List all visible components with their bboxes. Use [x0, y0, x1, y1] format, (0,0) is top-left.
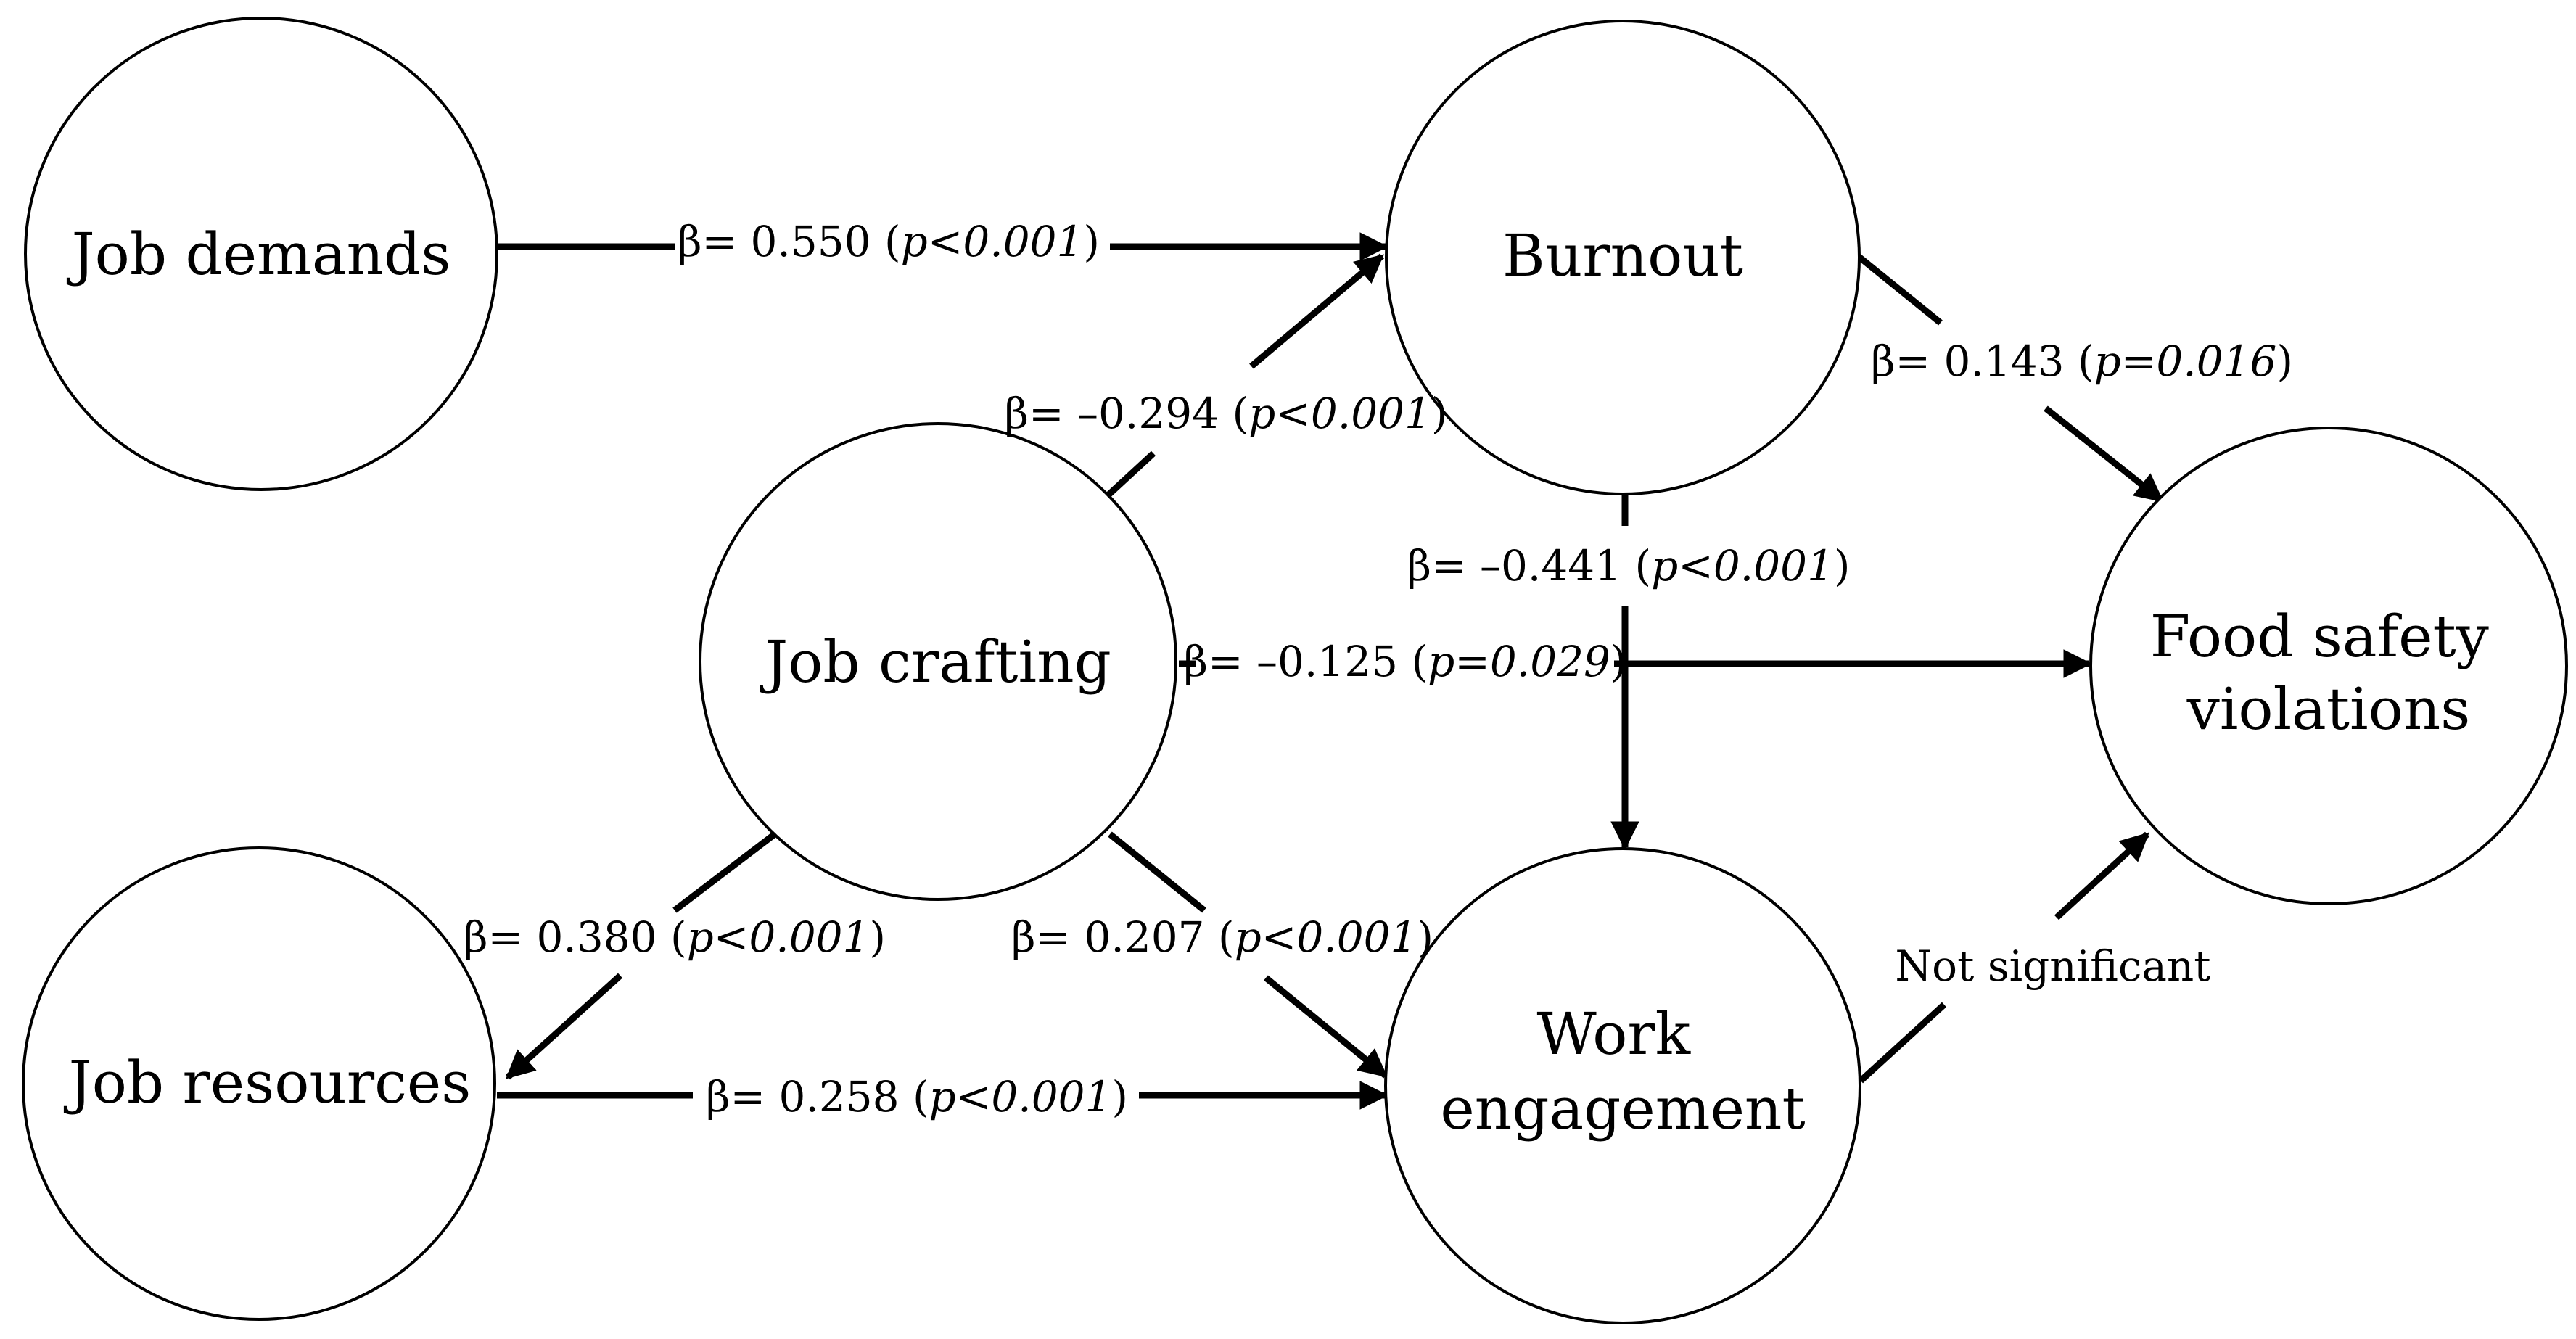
node-job-crafting-line-1: Job crafting	[760, 628, 1111, 696]
edge-label-crafting-to-burnout: β= –0.294 (p<0.001)	[1004, 389, 1447, 438]
edge-engagement-to-violations-arrow	[2054, 831, 2150, 920]
edge-label-engagement-to-violations: Not significant	[1895, 942, 2210, 991]
node-food-safety-violations-label: Food safety violations	[2150, 603, 2508, 743]
edge-label-crafting-to-resources: β= 0.380 (p<0.001)	[464, 912, 886, 962]
edge-label-crafting-to-violations-beta: β= –0.125 (	[1183, 637, 1428, 686]
edge-engagement-to-violations-seg1	[1858, 1002, 1947, 1084]
edge-label-crafting-to-resources-beta: β= 0.380 (	[464, 912, 687, 962]
edge-label-crafting-to-burnout-beta: β= –0.294 (	[1004, 389, 1248, 438]
node-work-engagement-line-2: engagement	[1440, 1075, 1805, 1142]
node-burnout: Burnout	[1385, 20, 1861, 495]
edge-label-crafting-to-engagement-p: p<0.001	[1235, 912, 1417, 962]
edge-label-demands-to-burnout-beta: β= 0.550 (	[678, 217, 901, 266]
edge-burnout-to-violations-arrow	[2044, 405, 2165, 503]
edge-label-crafting-to-resources-p: p<0.001	[687, 912, 870, 962]
edge-label-burnout-to-engagement-close: )	[1834, 541, 1851, 590]
edge-label-burnout-to-violations-beta: β= 0.143 (	[1871, 337, 2094, 386]
edge-crafting-to-resources-seg1	[672, 831, 777, 913]
node-job-crafting-label: Job crafting	[760, 628, 1111, 696]
node-food-safety-violations-line-1: Food safety	[2150, 603, 2489, 670]
node-job-demands-label: Job demands	[67, 221, 451, 288]
edge-label-crafting-to-burnout-close: )	[1431, 389, 1448, 438]
edge-label-burnout-to-violations-p: p=0.016	[2094, 337, 2277, 386]
edge-crafting-to-engagement-arrow	[1264, 975, 1388, 1079]
node-food-safety-violations-circle	[2089, 427, 2568, 905]
edge-label-burnout-to-violations-close: )	[2276, 337, 2293, 386]
node-job-demands-circle	[24, 17, 498, 491]
edge-crafting-to-resources-arrow	[505, 973, 623, 1080]
node-work-engagement: Work engagement	[1384, 847, 1861, 1324]
edge-label-crafting-to-engagement-close: )	[1417, 912, 1433, 962]
node-work-engagement-circle	[1384, 847, 1861, 1324]
node-job-demands-line-1: Job demands	[67, 221, 451, 288]
node-job-crafting: Job crafting	[699, 422, 1177, 901]
node-work-engagement-label: Work engagement	[1440, 1000, 1805, 1142]
edge-label-resources-to-engagement-close: )	[1111, 1072, 1128, 1121]
edge-label-resources-to-engagement: β= 0.258 (p<0.001)	[706, 1072, 1128, 1121]
node-food-safety-violations-line-2: violations	[2186, 675, 2471, 743]
edge-label-burnout-to-engagement-p: p<0.001	[1651, 541, 1834, 590]
edge-label-crafting-to-engagement-beta: β= 0.207 (	[1011, 912, 1235, 962]
edge-label-resources-to-engagement-p: p<0.001	[929, 1072, 1112, 1121]
edge-label-resources-to-engagement-beta: β= 0.258 (	[706, 1072, 929, 1121]
edge-label-demands-to-burnout: β= 0.550 (p<0.001)	[678, 217, 1100, 266]
edge-label-demands-to-burnout-close: )	[1083, 217, 1100, 266]
node-work-engagement-line-1: Work	[1536, 1000, 1691, 1068]
edge-label-crafting-to-burnout-p: p<0.001	[1248, 389, 1431, 438]
node-job-crafting-circle	[699, 422, 1177, 901]
edge-label-demands-to-burnout-p: p<0.001	[901, 217, 1084, 266]
node-job-resources-label: Job resources	[64, 1049, 472, 1116]
edge-label-burnout-to-violations: β= 0.143 (p=0.016)	[1871, 337, 2293, 386]
node-burnout-label: Burnout	[1502, 222, 1743, 289]
edge-label-crafting-to-violations: β= –0.125 (p=0.029)	[1183, 637, 1626, 686]
node-job-resources-circle	[22, 846, 496, 1321]
node-burnout-line-1: Burnout	[1502, 222, 1743, 289]
edge-label-crafting-to-engagement: β= 0.207 (p<0.001)	[1011, 912, 1433, 962]
edge-label-burnout-to-engagement: β= –0.441 (p<0.001)	[1407, 541, 1850, 590]
edge-crafting-to-burnout-arrow	[1249, 253, 1385, 369]
edge-label-crafting-to-resources-close: )	[869, 912, 886, 962]
edge-label-crafting-to-violations-p: p=0.029	[1428, 637, 1610, 686]
edge-crafting-to-engagement-seg1	[1108, 831, 1206, 913]
node-burnout-circle	[1385, 20, 1861, 495]
edge-label-crafting-to-violations-close: )	[1610, 637, 1627, 686]
node-food-safety-violations: Food safety violations	[2089, 427, 2568, 905]
node-job-resources-line-1: Job resources	[64, 1049, 472, 1116]
edge-burnout-to-violations-seg1	[1855, 252, 1943, 326]
node-job-resources: Job resources	[22, 846, 496, 1321]
edge-label-burnout-to-engagement-beta: β= –0.441 (	[1407, 541, 1651, 590]
node-job-demands: Job demands	[24, 17, 498, 491]
edge-crafting-to-burnout-seg1	[1103, 450, 1156, 500]
